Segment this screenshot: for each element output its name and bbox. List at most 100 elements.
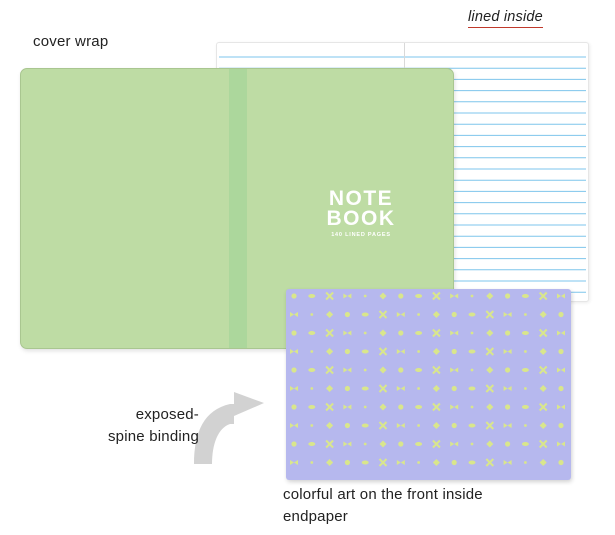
pattern-motif xyxy=(451,311,457,318)
pattern-motif xyxy=(308,294,316,298)
pattern-motif xyxy=(432,384,440,393)
pattern-motif xyxy=(326,421,334,430)
pattern-motif xyxy=(343,367,352,373)
pattern-motif xyxy=(417,387,420,390)
pattern-motif xyxy=(432,439,441,449)
pattern-motif xyxy=(378,458,388,467)
pattern-motif xyxy=(378,384,388,393)
pattern-motif xyxy=(521,331,529,335)
spine-binding-label: exposed- spine binding xyxy=(108,404,199,448)
pattern-motif xyxy=(378,310,388,319)
pattern-motif xyxy=(290,386,298,391)
pattern-motif xyxy=(524,424,527,427)
pattern-motif xyxy=(325,328,334,338)
pattern-motif xyxy=(503,386,512,391)
pattern-motif xyxy=(417,313,420,316)
pattern-motif xyxy=(538,328,548,338)
pattern-motif xyxy=(325,365,334,375)
pattern-motif xyxy=(344,385,350,392)
pattern-motif xyxy=(524,313,527,316)
pattern-motif xyxy=(325,402,334,412)
pattern-motif xyxy=(521,368,529,372)
pattern-motif xyxy=(363,368,367,372)
pattern-motif xyxy=(485,310,495,319)
pattern-motif xyxy=(290,349,298,354)
pattern-motif xyxy=(450,441,459,447)
pattern-motif xyxy=(308,368,316,372)
pattern-motif xyxy=(470,294,474,298)
pattern-motif xyxy=(524,461,527,464)
pattern-motif xyxy=(432,347,440,356)
pattern-motif xyxy=(485,458,495,467)
endpaper-label-line-2: endpaper xyxy=(283,508,348,525)
pattern-motif xyxy=(379,440,387,448)
pattern-motif xyxy=(432,458,440,467)
pattern-motif xyxy=(379,403,387,411)
pattern-motif xyxy=(310,350,314,353)
pattern-motif xyxy=(432,291,441,301)
pattern-motif xyxy=(505,293,511,299)
pattern-motif xyxy=(503,349,512,354)
pattern-motif xyxy=(468,460,476,465)
pattern-motif xyxy=(486,440,494,448)
pattern-motif xyxy=(432,402,441,412)
pattern-motif xyxy=(361,423,369,428)
pattern-motif xyxy=(486,403,494,411)
pattern-motif xyxy=(398,404,404,410)
pattern-motif xyxy=(521,442,529,446)
pattern-motif xyxy=(557,293,565,299)
pattern-motif xyxy=(310,313,314,316)
pattern-motif xyxy=(291,441,297,447)
pattern-motif xyxy=(470,442,474,446)
pattern-motif xyxy=(503,423,512,428)
cover-title-line-1: NOTE xyxy=(328,187,394,210)
pattern-motif xyxy=(417,424,420,427)
pattern-motif xyxy=(308,331,316,335)
endpaper-label: colorful art on the front inside endpape… xyxy=(283,484,483,528)
pattern-motif xyxy=(486,292,494,300)
pattern-motif xyxy=(485,347,495,356)
pattern-motif xyxy=(379,366,387,374)
pattern-motif xyxy=(539,421,547,430)
pattern-motif xyxy=(558,348,564,355)
pattern-motif xyxy=(524,387,527,390)
cover-title: NOTE BOOK xyxy=(301,187,421,229)
pattern-motif xyxy=(468,312,476,317)
pattern-motif xyxy=(398,367,404,373)
pattern-motif xyxy=(432,365,441,375)
pattern-motif xyxy=(505,330,511,336)
pattern-motif xyxy=(468,349,476,354)
pattern-motif xyxy=(432,310,440,319)
pattern-motif xyxy=(361,386,369,391)
pattern-motif xyxy=(310,424,314,427)
endpaper-pattern xyxy=(290,291,565,467)
pattern-motif xyxy=(344,422,350,429)
pattern-motif xyxy=(557,404,565,410)
pattern-motif xyxy=(486,329,494,337)
pattern-motif xyxy=(538,365,548,375)
pattern-motif xyxy=(470,331,474,335)
cover-subtitle: 140 LINED PAGES xyxy=(331,232,391,238)
pattern-motif xyxy=(470,405,474,409)
pattern-motif xyxy=(396,349,405,354)
pattern-motif xyxy=(415,368,423,372)
spine-band xyxy=(229,69,247,348)
pattern-motif xyxy=(417,350,420,353)
pattern-motif xyxy=(505,367,511,373)
pattern-motif xyxy=(344,311,350,318)
pattern-motif xyxy=(557,330,565,336)
pattern-motif xyxy=(325,439,334,449)
pattern-motif xyxy=(326,310,334,319)
pattern-motif xyxy=(417,461,420,464)
pattern-motif xyxy=(451,459,457,466)
pattern-motif xyxy=(524,350,527,353)
pattern-motif xyxy=(485,384,495,393)
pattern-motif xyxy=(363,405,367,409)
pattern-motif xyxy=(291,404,297,410)
endpaper-label-line-1: colorful art on the front inside xyxy=(283,486,483,503)
pattern-motif xyxy=(398,330,404,336)
pattern-motif xyxy=(432,328,441,338)
pattern-motif xyxy=(396,423,405,428)
pattern-motif xyxy=(325,291,334,301)
pattern-motif xyxy=(415,442,423,446)
